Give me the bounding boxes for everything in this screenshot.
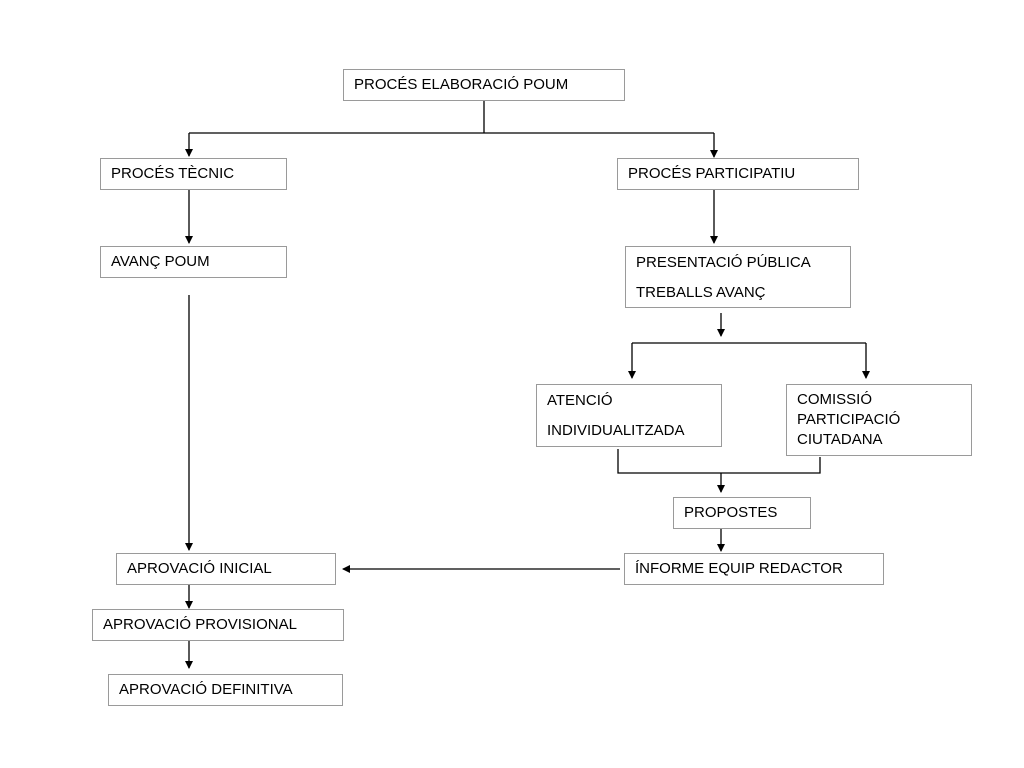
node-label-line-2: PARTICIPACIÓ: [797, 411, 901, 428]
node-label: AVANÇ POUM: [111, 253, 210, 270]
connector-root-split: [189, 100, 714, 134]
node-aprovacio-inicial: APROVACIÓ INICIAL: [116, 553, 336, 585]
node-label: ÍNFORME EQUIP REDACTOR: [635, 560, 843, 577]
node-label-line-1: COMISSIÓ: [797, 391, 873, 408]
node-proces-tecnic: PROCÉS TÈCNIC: [100, 158, 287, 190]
node-aprovacio-provisional: APROVACIÓ PROVISIONAL: [92, 609, 344, 641]
node-label-line-2: INDIVIDUALITZADA: [547, 422, 685, 439]
node-label-line-1: ATENCIÓ: [547, 392, 613, 409]
node-avanc-poum: AVANÇ POUM: [100, 246, 287, 278]
node-label: APROVACIÓ INICIAL: [127, 560, 272, 577]
node-label: APROVACIÓ PROVISIONAL: [103, 616, 297, 633]
node-atencio-individualitzada: ATENCIÓ INDIVIDUALITZADA: [536, 384, 722, 447]
connector-merge: [617, 449, 821, 474]
node-label-line-2: TREBALLS AVANÇ: [636, 284, 766, 301]
node-label: PROCÉS TÈCNIC: [111, 165, 235, 182]
node-label: PROCÉS PARTICIPATIU: [628, 165, 796, 182]
node-informe-equip-redactor: ÍNFORME EQUIP REDACTOR: [624, 553, 884, 585]
node-label: PROPOSTES: [684, 504, 778, 521]
node-label: APROVACIÓ DEFINITIVA: [119, 681, 293, 698]
node-proces-participatiu: PROCÉS PARTICIPATIU: [617, 158, 859, 190]
node-comissio-participacio-ciutadana: COMISSIÓ PARTICIPACIÓ CIUTADANA: [786, 384, 972, 456]
node-aprovacio-definitiva: APROVACIÓ DEFINITIVA: [108, 674, 343, 706]
node-proces-elaboracio-poum: PROCÉS ELABORACIÓ POUM: [343, 69, 625, 101]
node-propostes: PROPOSTES: [673, 497, 811, 529]
node-label: PROCÉS ELABORACIÓ POUM: [354, 76, 569, 93]
node-presentacio-publica: PRESENTACIÓ PÚBLICA TREBALLS AVANÇ: [625, 246, 851, 308]
node-label-line-1: PRESENTACIÓ PÚBLICA: [636, 254, 811, 271]
node-label-line-3: CIUTADANA: [797, 431, 883, 448]
